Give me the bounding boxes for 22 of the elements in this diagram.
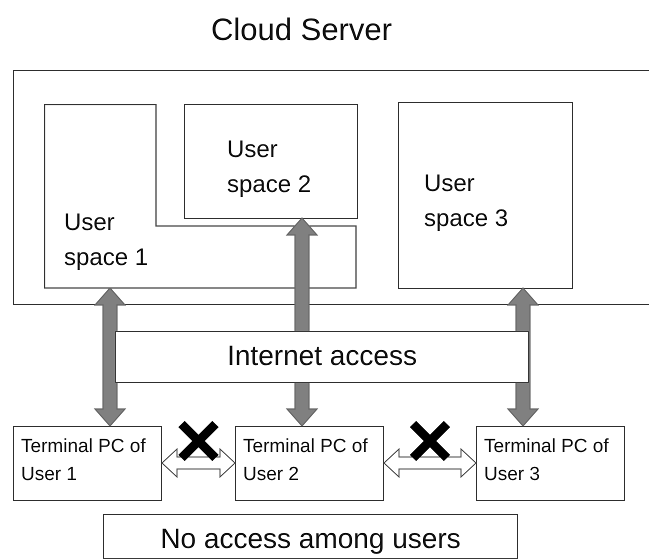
double-arrow	[506, 287, 540, 427]
label-box	[115, 331, 529, 383]
terminal-box	[13, 426, 162, 501]
box-label: No access among users	[159, 522, 462, 556]
box-label: Internet access	[226, 339, 418, 373]
user-space-box	[398, 102, 573, 289]
box-label: Terminal PC of User 2	[243, 435, 368, 487]
user-space-box	[184, 104, 358, 219]
box-label: Terminal PC of User 3	[484, 435, 609, 487]
node-heading: Cloud Server	[210, 11, 393, 49]
box-label: User space 2	[227, 135, 312, 200]
label-box	[103, 514, 518, 559]
box-label: Terminal PC of User 1	[21, 435, 146, 487]
double-arrow	[286, 217, 318, 427]
box-label: User space 1	[64, 208, 150, 273]
terminal-box	[235, 426, 384, 501]
user-space-box	[44, 104, 357, 289]
box-label: User space 3	[424, 169, 510, 234]
terminal-box	[476, 426, 625, 501]
double-arrow	[94, 287, 126, 427]
double-arrow	[161, 448, 236, 478]
double-arrow	[383, 448, 477, 478]
